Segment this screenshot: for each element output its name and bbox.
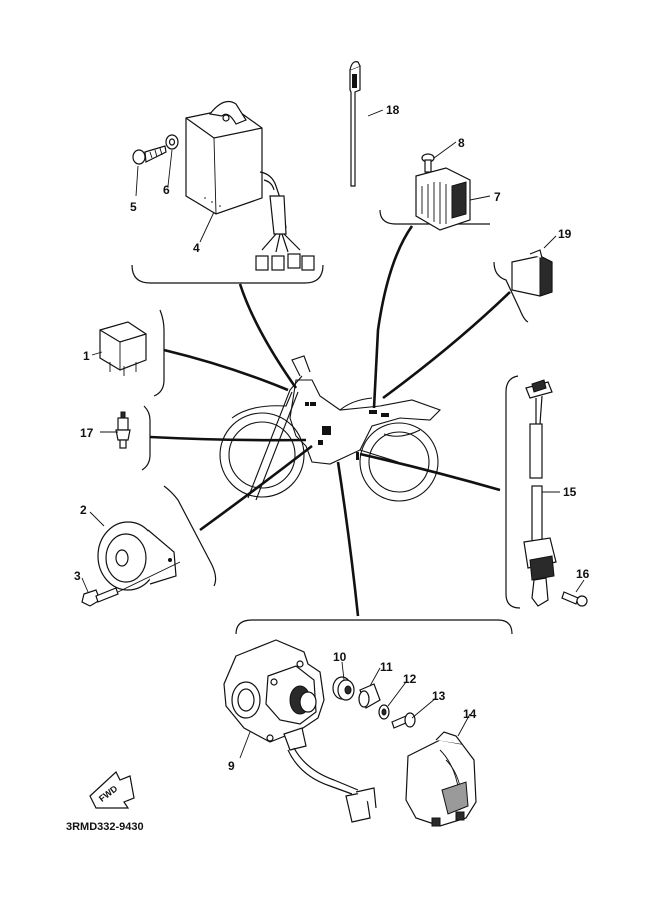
washer-6 (165, 134, 179, 150)
label-part-3: 3 (74, 569, 81, 583)
label-part-2: 2 (80, 503, 87, 517)
relay (99, 321, 147, 376)
screw-13 (391, 712, 416, 729)
label-part-16: 16 (576, 567, 590, 581)
group-brackets (131, 209, 529, 635)
cdi-unit (185, 101, 315, 271)
connector-19 (511, 249, 553, 297)
screw-5 (132, 145, 167, 165)
bolt-8 (421, 153, 435, 173)
label-part-17: 17 (80, 426, 94, 440)
label-part-18: 18 (386, 103, 400, 117)
label-part-12: 12 (403, 672, 417, 686)
sidestand-switch-lead (523, 379, 557, 607)
cable-band (349, 61, 361, 187)
leader-lines (81, 109, 585, 759)
collar-11 (358, 683, 381, 709)
label-part-13: 13 (432, 689, 446, 703)
label-part-14: 14 (463, 707, 477, 721)
fwd-arrow-icon: FWD (89, 771, 135, 809)
label-part-6: 6 (163, 183, 170, 197)
part-labels: 1 2 3 4 5 6 7 8 9 10 11 12 13 14 15 16 1… (74, 103, 590, 773)
bolt-3 (81, 587, 119, 607)
label-part-4: 4 (193, 241, 200, 255)
screw-16 (561, 591, 588, 607)
label-part-15: 15 (563, 485, 577, 499)
motorcycle-outline (219, 355, 442, 502)
label-part-19: 19 (558, 227, 572, 241)
label-part-7: 7 (494, 190, 501, 204)
label-part-5: 5 (130, 200, 137, 214)
main-switch-cover (405, 731, 477, 827)
neutral-switch (115, 411, 131, 449)
horn (97, 521, 177, 591)
label-part-10: 10 (333, 650, 347, 664)
label-part-8: 8 (458, 136, 465, 150)
label-part-11: 11 (380, 660, 393, 674)
label-part-1: 1 (83, 349, 90, 363)
label-part-9: 9 (228, 759, 235, 773)
main-switch (223, 639, 377, 823)
rectifier-regulator (415, 167, 471, 231)
connection-lines (149, 225, 511, 617)
grommet-10 (332, 676, 355, 701)
drawing-code: 3RMD332-9430 (66, 821, 144, 833)
washer-12 (378, 704, 390, 720)
